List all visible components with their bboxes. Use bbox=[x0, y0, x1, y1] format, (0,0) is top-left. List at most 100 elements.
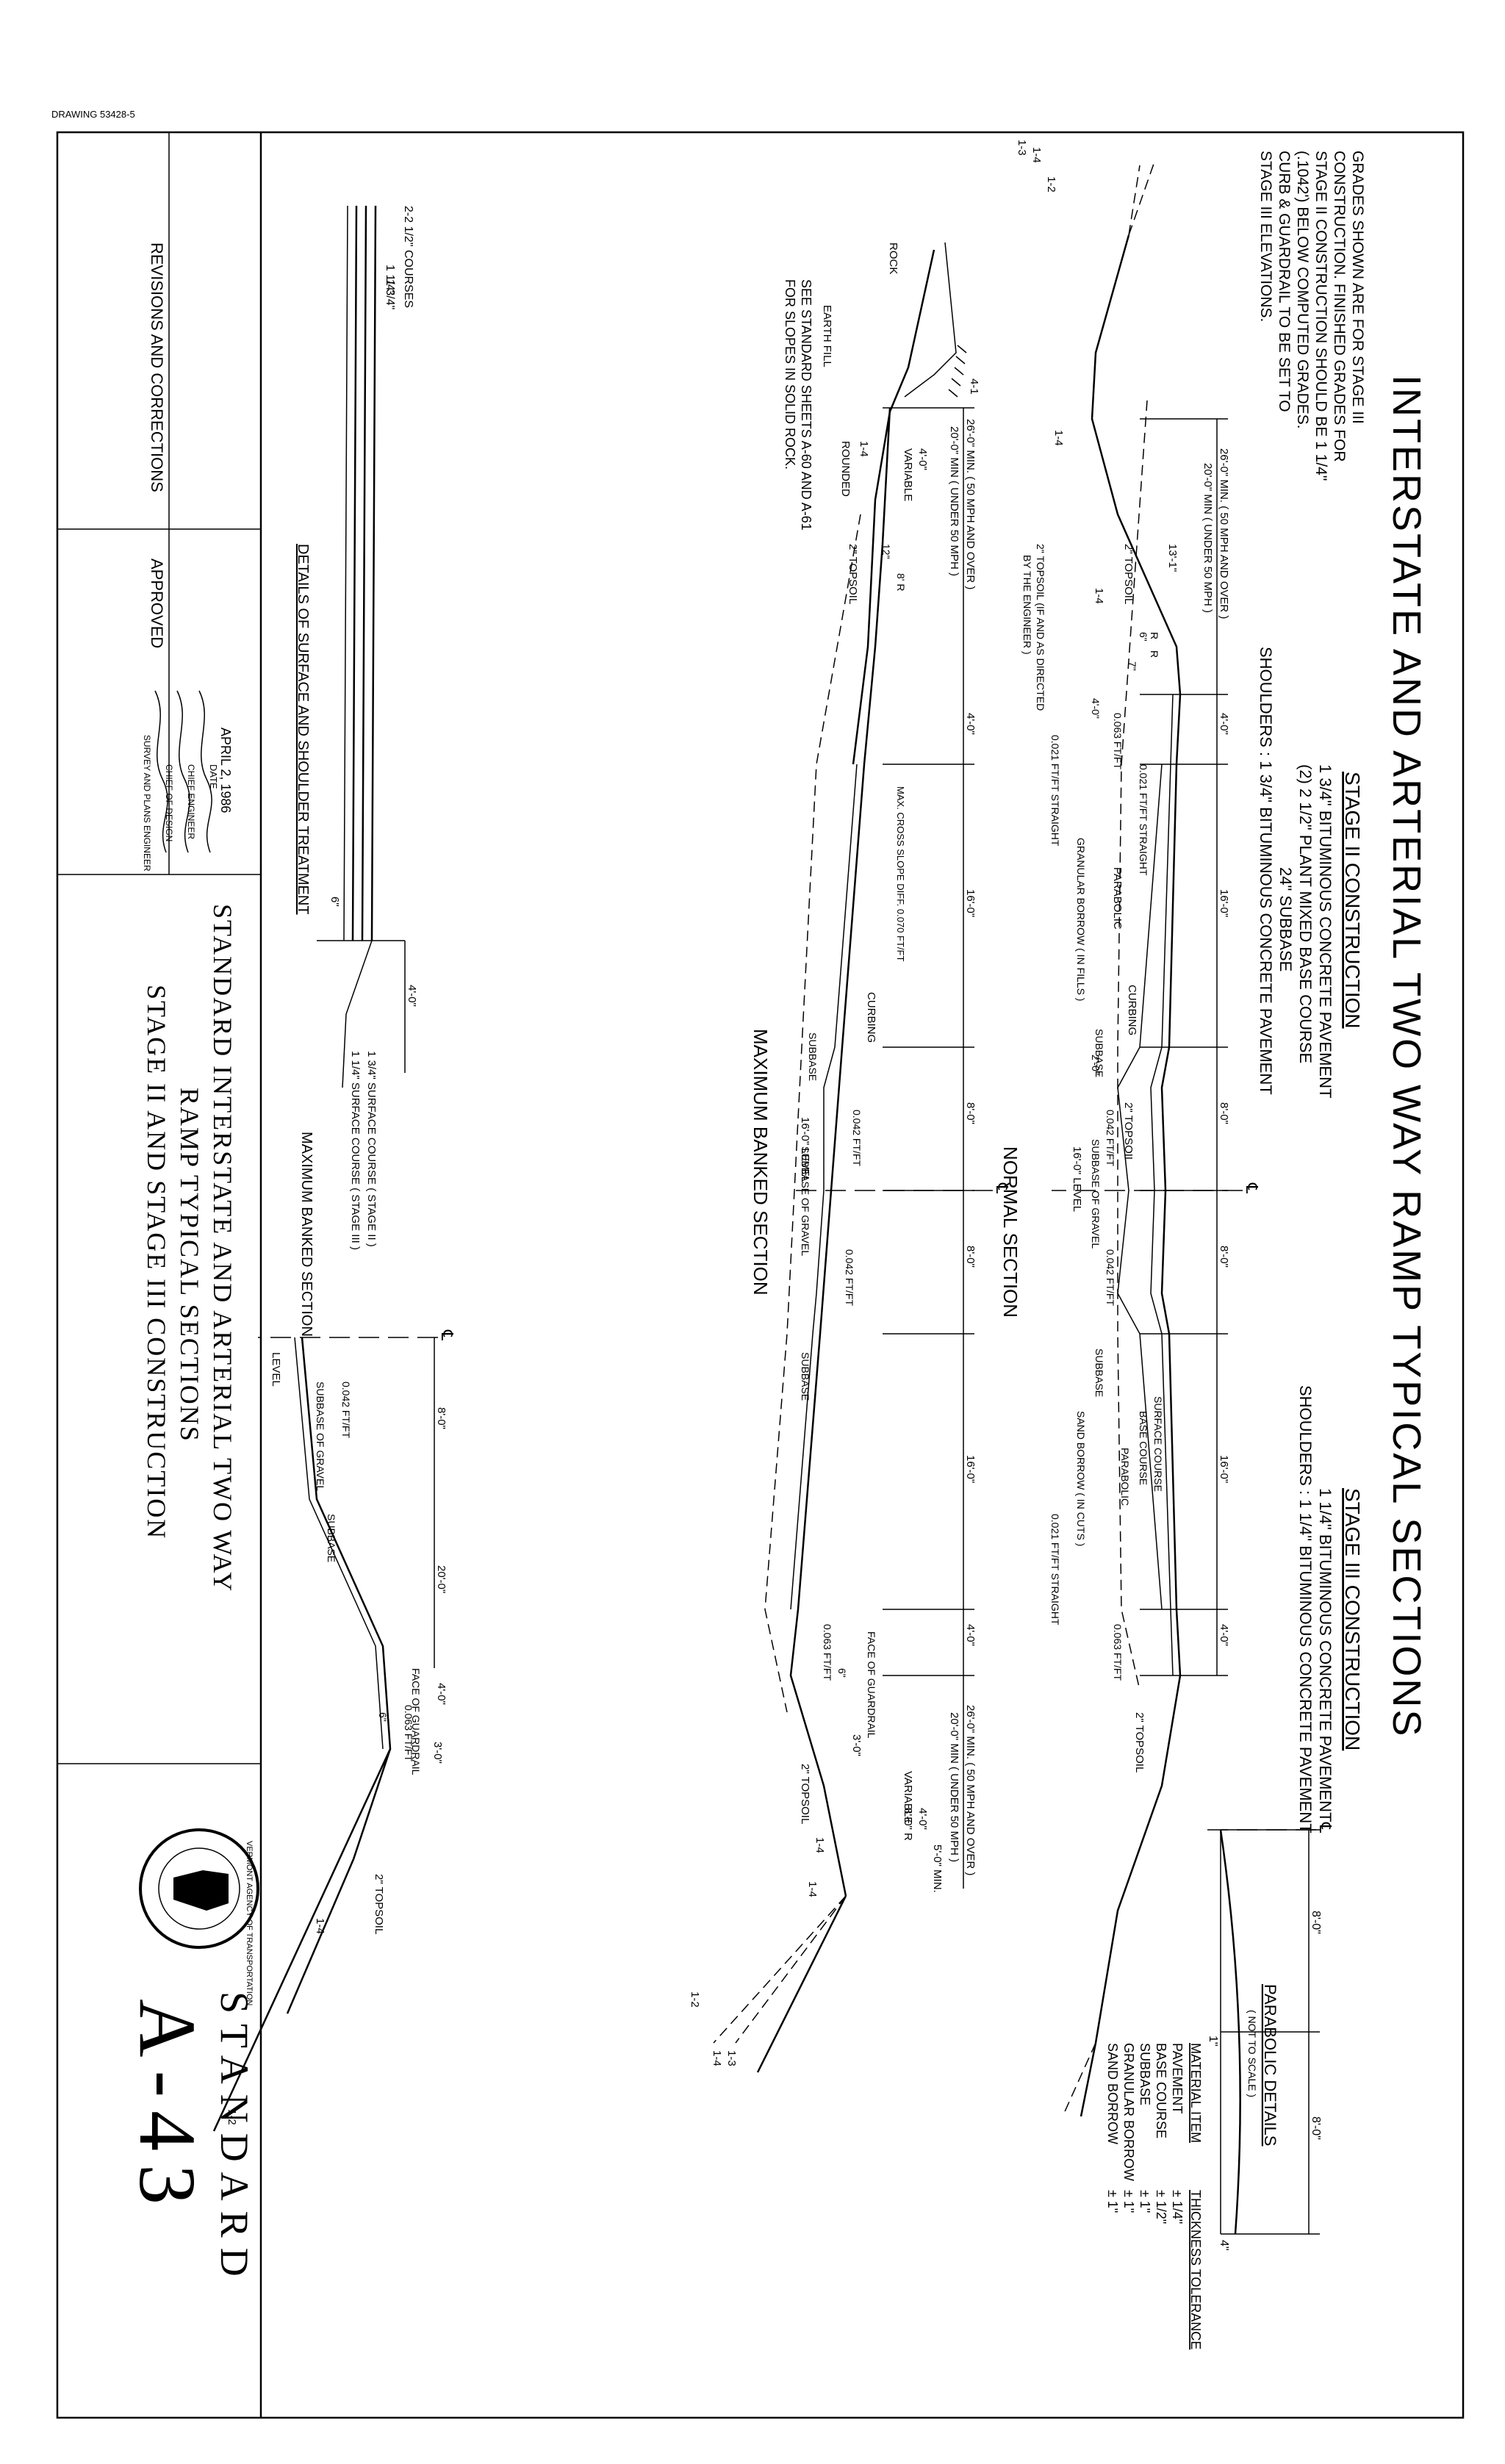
tolerance-row-4-item: GRANULAR BORROW bbox=[1121, 2043, 1136, 2181]
normal-label-slope-0063a: 0.063 FT/FT bbox=[1112, 713, 1124, 769]
details-banked-surface bbox=[286, 1337, 392, 2014]
parabolic-subtitle: ( NOT TO SCALE ) bbox=[1246, 2010, 1258, 2097]
tolerance-row-4-value: ± 1" bbox=[1121, 2190, 1136, 2213]
normal-label-4ft: 4'-0" bbox=[1090, 698, 1102, 719]
details-label-1-4: 1-4 bbox=[314, 1918, 326, 1934]
banked-label-earth-fill: EARTH FILL bbox=[821, 305, 833, 367]
signer-3: SURVEY AND PLANS ENGINEER bbox=[142, 735, 152, 872]
normal-label-base: BASE COURSE bbox=[1138, 1411, 1149, 1485]
banked-label-topsoil-2: 2" TOPSOIL bbox=[799, 1764, 811, 1824]
details-label-4ft: 4'-0" bbox=[406, 985, 418, 1007]
stage2-line-1: 1 3/4" BITUMINOUS CONCRETE PAVEMENT bbox=[1316, 764, 1335, 1098]
normal-label-r2: R bbox=[1149, 650, 1160, 658]
revisions-label: REVISIONS AND CORRECTIONS bbox=[148, 243, 166, 492]
banked-dim-h: 4'-0" bbox=[964, 1624, 977, 1646]
banked-dim-e: 8'-0" bbox=[964, 1102, 977, 1124]
banked-dim-12in: 12" bbox=[880, 544, 892, 559]
banked-dim-c: 4'-0" bbox=[964, 713, 977, 735]
normal-label-6in: 6" bbox=[1138, 632, 1149, 642]
parabolic-dim-1: 8'-0" bbox=[1310, 1911, 1322, 1934]
normal-label-slope-0063b: 0.063 FT/FT bbox=[1112, 1624, 1124, 1681]
parabolic-dim-2: 8'-0" bbox=[1310, 2116, 1322, 2140]
standard-label: STANDARD bbox=[212, 1991, 256, 2287]
sheet-title-2: RAMP TYPICAL SECTIONS bbox=[175, 1088, 204, 1443]
banked-label-1-4a: 1-4 bbox=[858, 441, 870, 457]
normal-label-topsoil: 2" TOPSOIL bbox=[1122, 544, 1135, 604]
normal-label-sand: SAND BORROW ( IN CUTS ) bbox=[1075, 1411, 1087, 1546]
normal-label-slope-13: 1-3 bbox=[1016, 140, 1028, 156]
details-label-8ft: 8'-0" bbox=[435, 1407, 448, 1429]
normal-label-straight-3: 0.021 FT/FT STRAIGHT bbox=[1049, 1514, 1061, 1626]
normal-label-7in: 7" bbox=[1127, 661, 1138, 671]
normal-label-straight-2: 0.021 FT/FT STRAIGHT bbox=[1049, 735, 1061, 847]
banked-dim-j: 4'-0" bbox=[916, 1808, 929, 1830]
banked-centerline-symbol: ℄ bbox=[993, 1182, 1011, 1194]
tolerance-row-1-item: PAVEMENT bbox=[1170, 2043, 1185, 2113]
details-label-134: 1 3/4" bbox=[384, 279, 396, 309]
banked-label-0063: 0.063 FT/FT bbox=[822, 1624, 833, 1681]
normal-label-r1: R bbox=[1149, 632, 1160, 639]
banked-rock-face bbox=[904, 242, 957, 398]
banked-surface bbox=[789, 407, 891, 1897]
normal-slope-right bbox=[1062, 2042, 1096, 2117]
normal-label-surface: SURFACE COURSE bbox=[1152, 1396, 1164, 1492]
normal-subbase-line bbox=[1117, 764, 1163, 1610]
normal-dim-e: 8'-0" bbox=[1218, 1102, 1230, 1124]
signature-3 bbox=[154, 690, 168, 853]
normal-dim-b: 13'-1" bbox=[1166, 544, 1179, 572]
note-line-3: STAGE II CONSTRUCTION SHOULD BE 1 1/4" bbox=[1312, 151, 1329, 481]
details-centerline-symbol: ℄ bbox=[438, 1329, 456, 1341]
tolerance-row-2-item: BASE COURSE bbox=[1154, 2043, 1168, 2138]
banked-dim-a2: 20'-0" MIN ( UNDER 50 MPH ) bbox=[948, 426, 960, 576]
banked-label-curbing: CURBING bbox=[865, 992, 877, 1043]
tolerance-row-1-value: ± 1/4" bbox=[1170, 2190, 1185, 2224]
details-layer-3 bbox=[351, 205, 358, 941]
details-label-0063: 0.063 FT/FT bbox=[403, 1705, 414, 1761]
note-line-1: GRADES SHOWN ARE FOR STAGE III bbox=[1349, 151, 1366, 424]
normal-label-2ft: 2'-0" bbox=[1090, 1055, 1102, 1075]
banked-dim-8r: 8' R bbox=[895, 573, 907, 591]
signature-1 bbox=[198, 690, 212, 853]
approval-date-label: DATE bbox=[208, 764, 219, 789]
agency-name: VERMONT AGENCY OF TRANSPORTATION bbox=[245, 1841, 254, 2005]
normal-base-course bbox=[1150, 694, 1174, 1676]
normal-dim-g: 16'-0" bbox=[1218, 1455, 1230, 1483]
parabolic-title: PARABOLIC DETAILS bbox=[1261, 1984, 1279, 2146]
details-layer-1 bbox=[370, 205, 377, 941]
normal-label-slope-1: 1-4 bbox=[1052, 430, 1065, 446]
normal-dim-a1: 26'-0" MIN. ( 50 MPH AND OVER ) bbox=[1218, 448, 1230, 619]
normal-label-slope-0042b: 0.042 FT/FT bbox=[1104, 1249, 1116, 1306]
details-title: DETAILS OF SURFACE AND SHOULDER TREATMEN… bbox=[295, 544, 311, 915]
standard-number: A-43 bbox=[123, 1999, 212, 2218]
details-subtitle: MAXIMUM BANKED SECTION bbox=[298, 1132, 315, 1337]
details-layer-2 bbox=[361, 205, 367, 941]
stage2-line-3: 24" SUBBASE bbox=[1276, 867, 1295, 971]
tolerance-row-3-item: SUBBASE bbox=[1138, 2043, 1152, 2105]
signer-1: CHIEF ENGINEER bbox=[186, 764, 196, 839]
tolerance-header-item: MATERIAL ITEM bbox=[1188, 2043, 1203, 2143]
details-label-surface-iii: 1 1/4" SURFACE COURSE ( STAGE III ) bbox=[349, 1051, 362, 1250]
normal-label-slope-0042a: 0.042 FT/FT bbox=[1104, 1110, 1116, 1166]
rotated-drawing: INTERSTATE AND ARTERIAL TWO WAY RAMP TYP… bbox=[123, 140, 1429, 2349]
banked-note-1: SEE STANDARD SHEETS A-60 AND A-61 bbox=[799, 279, 813, 531]
banked-label-subbase-2: SUBBASE bbox=[800, 1352, 811, 1401]
signature-2 bbox=[176, 690, 190, 853]
details-section: 2-2 1/2" COURSES 1 1/4" 1 3/4" 4'-0" 6" … bbox=[212, 205, 456, 2132]
banked-dim-a1: 26'-0" MIN. ( 50 MPH AND OVER ) bbox=[964, 419, 977, 589]
banked-dim-d: 16'-0" bbox=[964, 889, 977, 917]
normal-label-straight-1: 0.021 FT/FT STRAIGHT bbox=[1138, 764, 1149, 876]
parabolic-dim-4: 4" bbox=[1218, 2240, 1230, 2251]
banked-slope-right-1 bbox=[713, 1895, 847, 2044]
banked-dim-i2: 20'-0" MIN ( UNDER 50 MPH ) bbox=[948, 1712, 960, 1862]
normal-centerline-symbol: ℄ bbox=[1243, 1182, 1261, 1194]
normal-label-curbing: CURBING bbox=[1126, 985, 1138, 1035]
banked-dim-6in: 6" bbox=[836, 1668, 848, 1678]
normal-label-parabolic: PARABOLIC bbox=[1111, 867, 1124, 930]
vermont-state-icon bbox=[173, 1870, 229, 1911]
details-label-gravel: SUBBASE OF GRAVEL bbox=[315, 1382, 326, 1491]
banked-label-rounded: ROUNDED bbox=[839, 441, 852, 497]
normal-slope-1-2 bbox=[1128, 161, 1155, 236]
banked-label-variable-2: VARIABLE bbox=[902, 1771, 914, 1824]
main-title: INTERSTATE AND ARTERIAL TWO WAY RAMP TYP… bbox=[1384, 375, 1429, 1738]
